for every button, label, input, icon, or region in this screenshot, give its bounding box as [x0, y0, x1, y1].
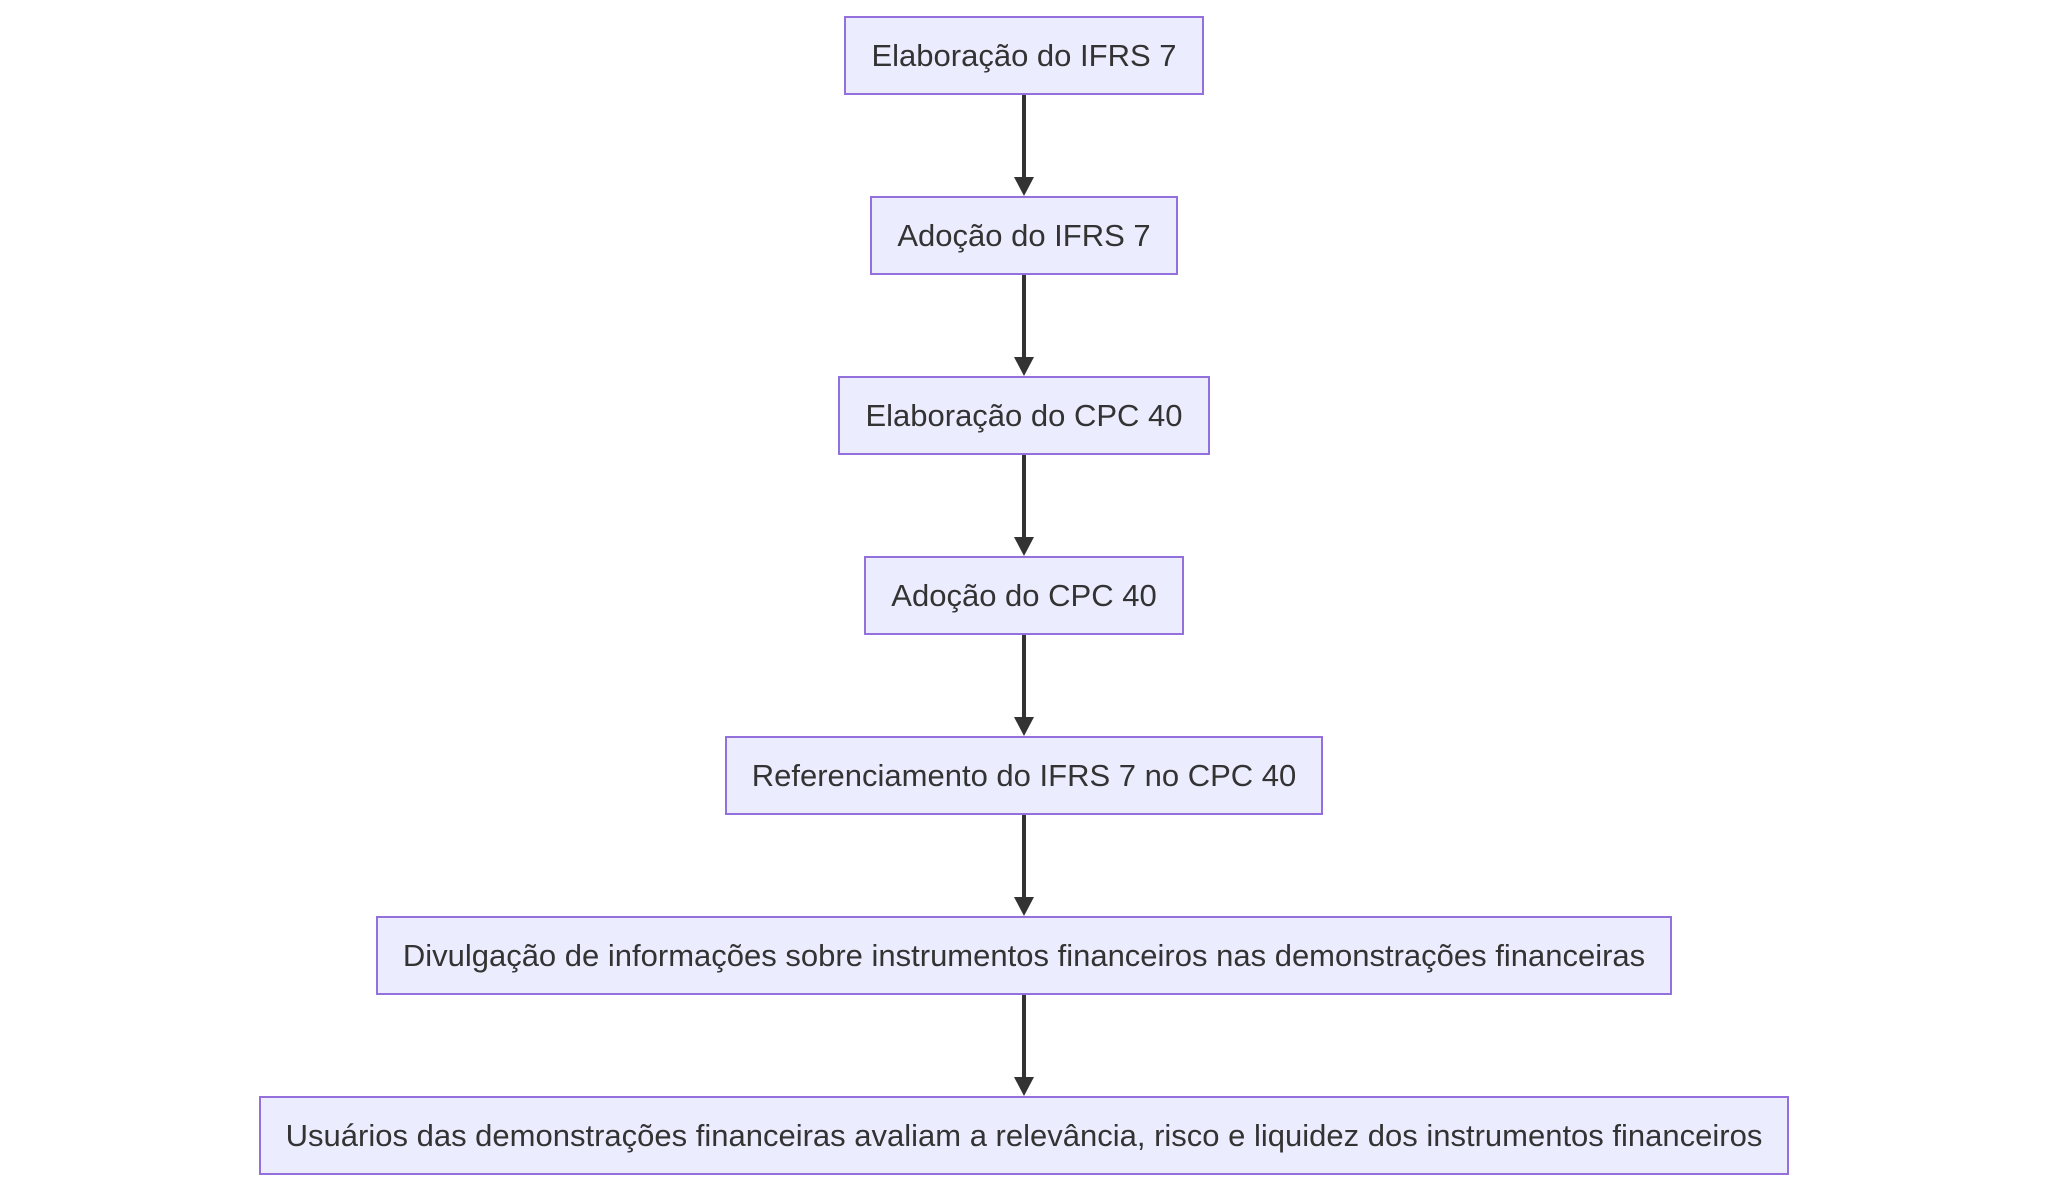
flowchart-node-C: Elaboração do CPC 40 — [838, 376, 1210, 455]
arrowhead-icon — [1014, 897, 1034, 916]
flowchart-node-label: Usuários das demonstrações financeiras a… — [285, 1118, 1763, 1153]
arrowhead-icon — [1014, 717, 1034, 736]
flowchart-node-label: Divulgação de informações sobre instrume… — [402, 938, 1646, 973]
arrowhead-icon — [1014, 537, 1034, 556]
flowchart-node-A: Elaboração do IFRS 7 — [844, 16, 1204, 95]
arrowhead-icon — [1014, 357, 1034, 376]
flowchart-node-label: Referenciamento do IFRS 7 no CPC 40 — [751, 758, 1297, 793]
flow-arrow-down — [1014, 995, 1034, 1096]
flow-arrow-down — [1014, 275, 1034, 376]
flowchart-node-E: Referenciamento do IFRS 7 no CPC 40 — [724, 736, 1324, 815]
arrowhead-icon — [1014, 1077, 1034, 1096]
flowchart-node-label: Elaboração do CPC 40 — [865, 398, 1183, 433]
flowchart-node-B: Adoção do IFRS 7 — [870, 196, 1178, 275]
flowchart-node-G: Usuários das demonstrações financeiras a… — [258, 1096, 1790, 1175]
flowchart-node-label: Elaboração do IFRS 7 — [871, 38, 1177, 73]
flowchart-node-label: Adoção do CPC 40 — [891, 578, 1157, 613]
flow-arrow-down — [1014, 95, 1034, 196]
flow-arrow-down — [1014, 455, 1034, 556]
flowchart-node-F: Divulgação de informações sobre instrume… — [375, 916, 1673, 995]
flowchart-node-D: Adoção do CPC 40 — [864, 556, 1184, 635]
flowchart-node-label: Adoção do IFRS 7 — [897, 218, 1151, 253]
flow-arrow-down — [1014, 815, 1034, 916]
arrowhead-icon — [1014, 177, 1034, 196]
flow-arrow-down — [1014, 635, 1034, 736]
